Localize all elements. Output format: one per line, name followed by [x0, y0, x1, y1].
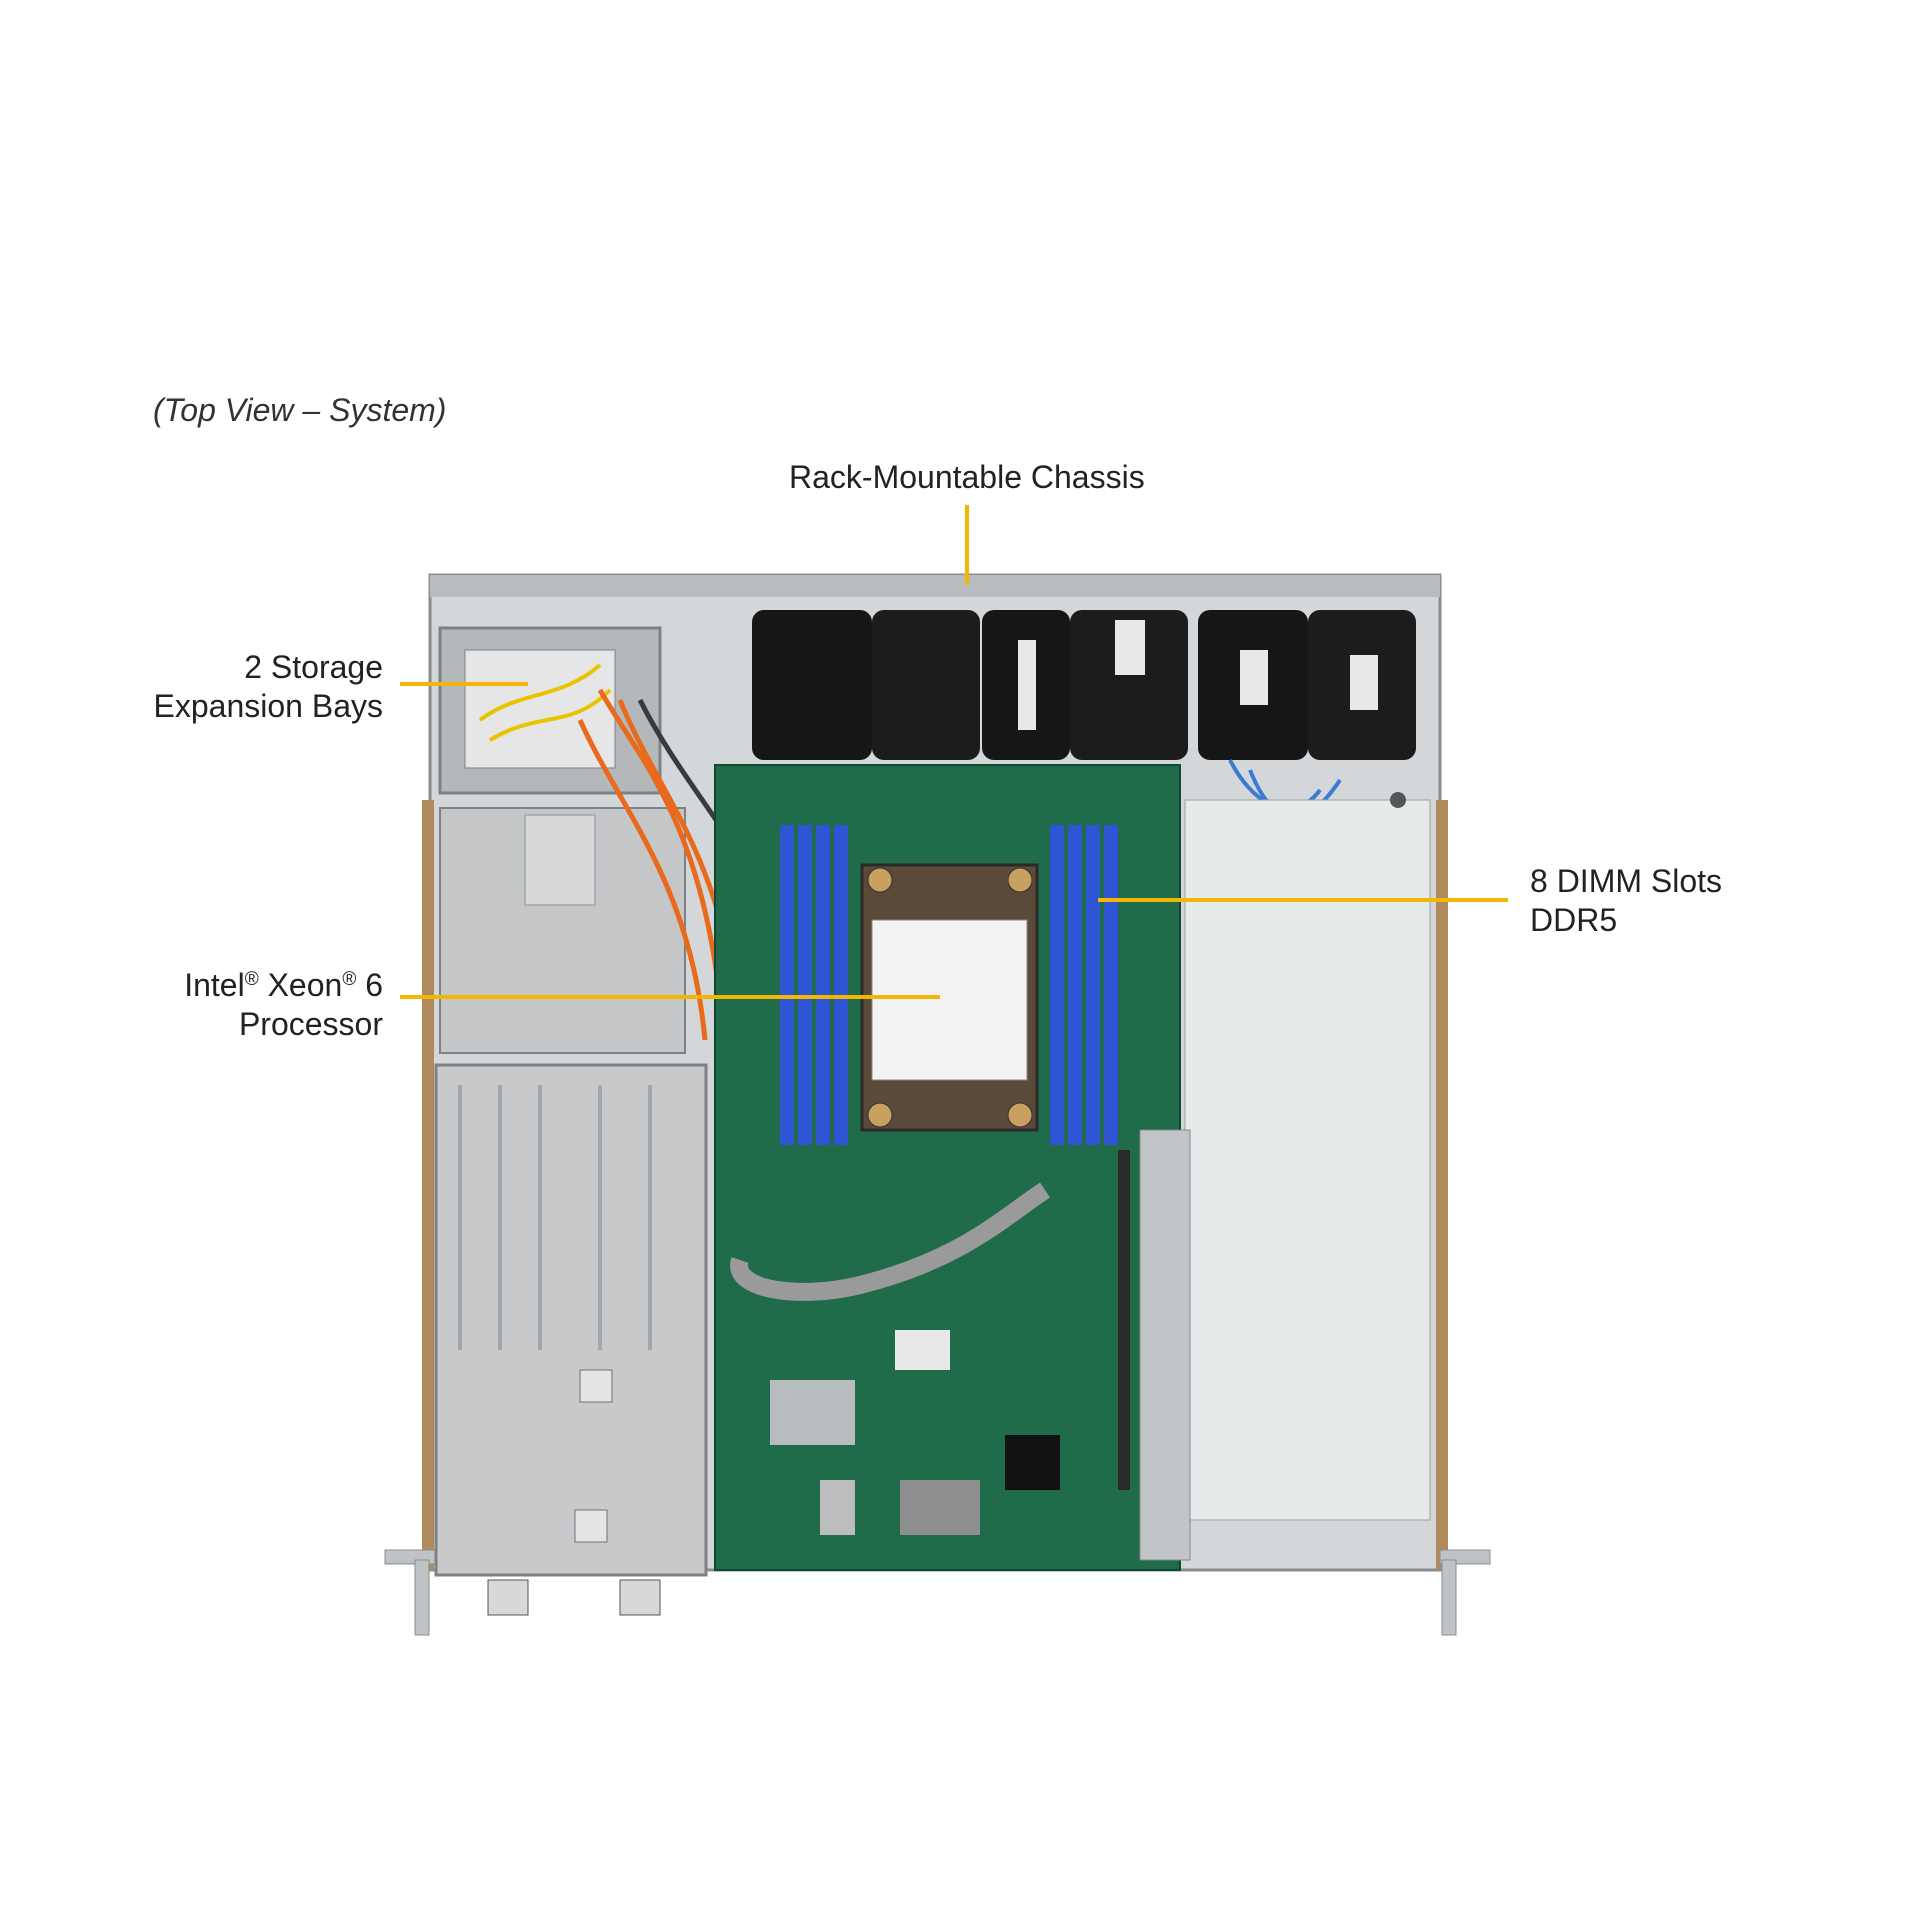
callout-lines — [400, 505, 1508, 999]
dimm-bank-left — [780, 825, 848, 1145]
data-cable — [730, 1182, 1050, 1301]
empty-bay-floor — [1184, 799, 1431, 1521]
psu-connector-2 — [619, 1579, 661, 1616]
callout-processor-line2: Processor — [238, 1006, 383, 1042]
psu-module — [434, 1063, 708, 1577]
processor-brand: Intel — [184, 967, 245, 1003]
callout-chassis-text: Rack-Mountable Chassis — [789, 459, 1145, 495]
lan-ports — [900, 1480, 980, 1535]
fan-4 — [1070, 610, 1188, 760]
usb-port — [820, 1480, 855, 1535]
right-handle — [1441, 1559, 1457, 1636]
callout-dimm-line2: DDR5 — [1530, 902, 1618, 938]
psu-connector-1 — [487, 1579, 529, 1616]
registered-mark: ® — [244, 969, 259, 990]
storage-bay-opening — [464, 649, 616, 769]
chipset — [1005, 1435, 1060, 1490]
fan-2 — [872, 610, 980, 760]
callout-storage-line2: Expansion Bays — [153, 688, 383, 724]
callout-processor-line1: Intel® Xeon® 6 — [120, 960, 383, 1005]
pcie-slot — [1118, 1150, 1130, 1490]
fan-1 — [752, 610, 872, 760]
callout-storage-label: 2 Storage Expansion Bays — [120, 648, 383, 726]
chip-label — [895, 1330, 950, 1370]
chassis-left-rail — [422, 800, 434, 1570]
callout-dimm-line1: 8 DIMM Slots — [1530, 863, 1723, 899]
view-caption: (Top View – System) — [153, 392, 447, 428]
callout-storage-line1: 2 Storage — [244, 649, 383, 685]
motherboard — [714, 764, 1181, 1571]
chip-heatsink — [770, 1380, 855, 1445]
psu-airflow-guide — [524, 814, 596, 906]
storage-bays — [438, 626, 662, 795]
psu-release — [574, 1509, 608, 1543]
storage-cables — [478, 663, 612, 742]
cpu-label-plate — [871, 919, 1028, 1081]
riser-bracket — [1139, 1129, 1191, 1561]
chassis-rear-rail — [430, 575, 1440, 597]
psu-latch — [579, 1369, 613, 1403]
chassis-right-rail — [1436, 800, 1448, 1570]
registered-mark-2: ® — [342, 969, 357, 990]
callout-dimm-label: 8 DIMM Slots DDR5 — [1530, 862, 1722, 940]
expansion-area — [1139, 792, 1431, 1561]
left-handle — [414, 1559, 430, 1636]
processor-family: Xeon — [258, 967, 343, 1003]
callout-processor-label: Intel® Xeon® 6 Processor — [120, 960, 383, 1044]
callout-chassis-label: Rack-Mountable Chassis — [789, 458, 1145, 497]
dimm-bank-right — [1050, 825, 1118, 1145]
fan-array — [752, 610, 1416, 819]
processor-generation: 6 — [356, 967, 383, 1003]
